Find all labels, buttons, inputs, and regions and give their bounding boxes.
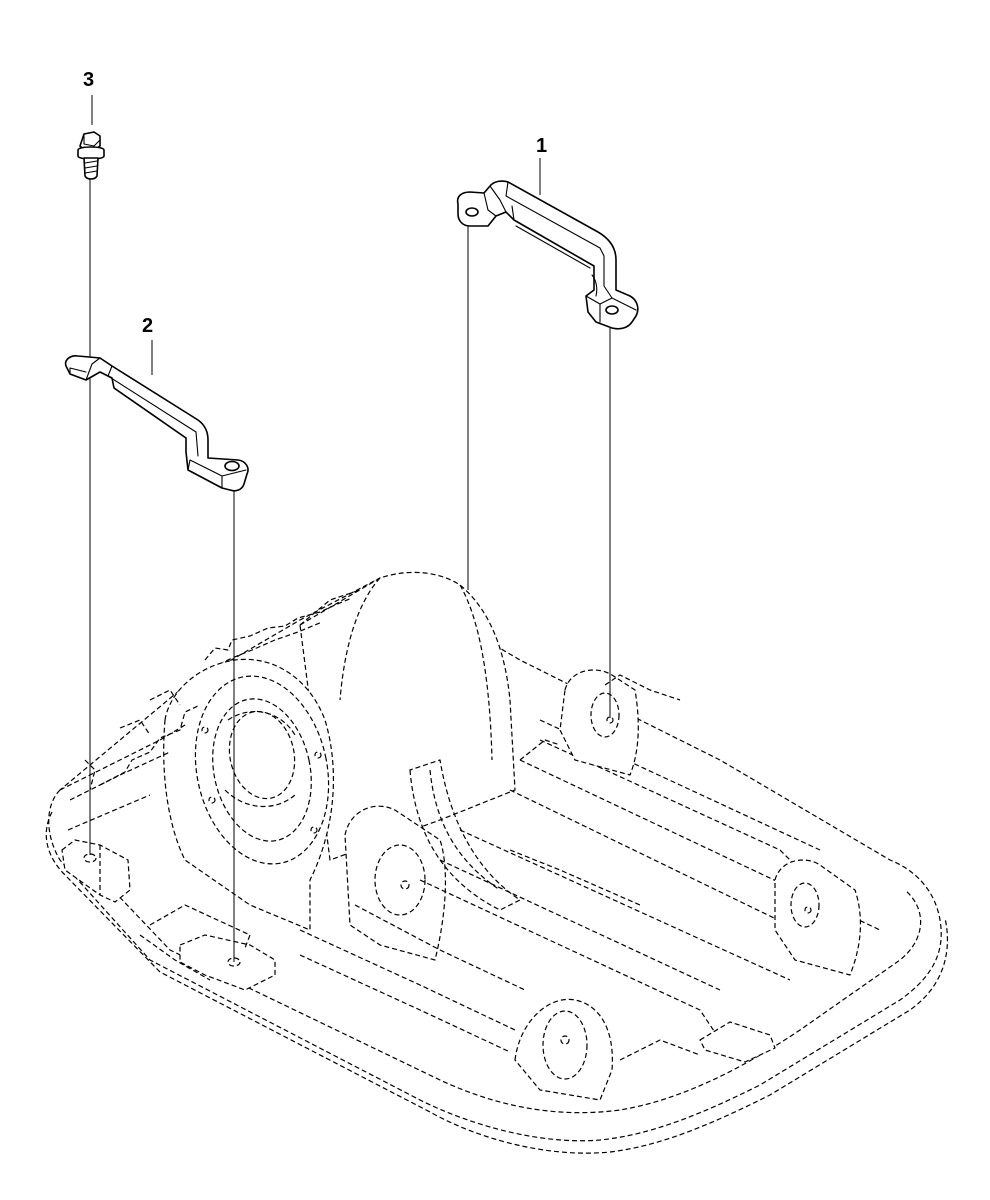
part-1-handle <box>456 180 639 330</box>
callout-label-part-1: 1 <box>536 135 548 157</box>
callout-label-part-2: 2 <box>142 315 154 337</box>
assembly-center-lines <box>89 95 611 962</box>
base-plate-phantom <box>45 571 948 1154</box>
part-3-flange-bolt <box>77 131 105 180</box>
part-2-handle <box>64 355 249 492</box>
callout-label-part-3: 3 <box>83 69 95 91</box>
